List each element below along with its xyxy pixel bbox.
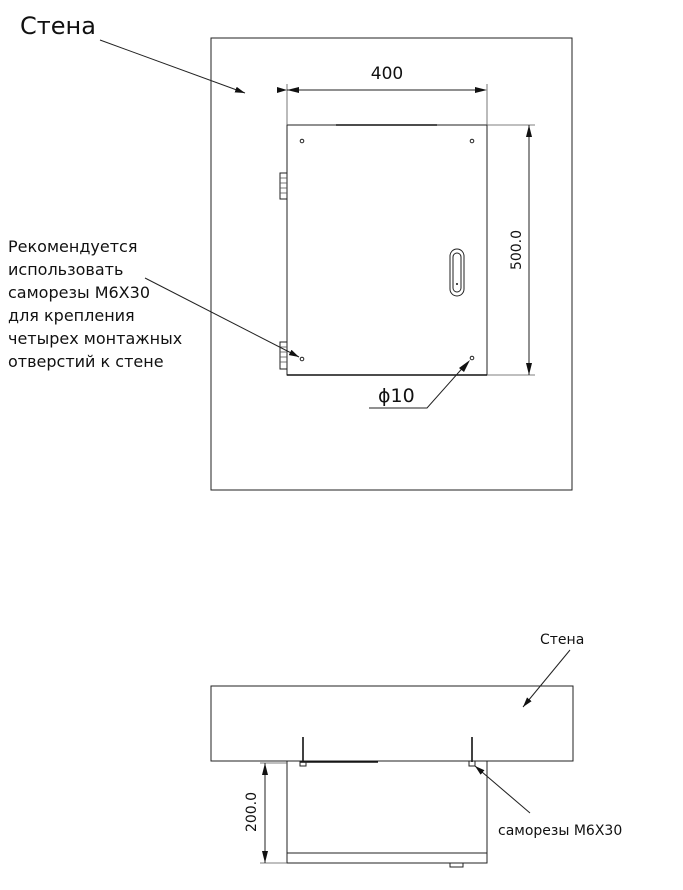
note-line: саморезы М6Х30	[8, 283, 150, 302]
hinge-top	[279, 172, 288, 200]
door-handle	[449, 248, 465, 297]
mounting-hole	[469, 355, 475, 361]
width-dimension: 400	[277, 64, 488, 125]
mounting-hole	[299, 138, 305, 144]
front-view: Стена	[8, 12, 573, 491]
side-wall-label: Стена	[540, 632, 584, 648]
screw-left	[299, 737, 307, 767]
note-line: для крепления	[8, 306, 135, 325]
wall-label: Стена	[20, 12, 96, 40]
note-leader-arrow	[144, 277, 300, 358]
depth-dimension: 200.0	[244, 762, 287, 864]
side-wall-leader-arrow	[522, 649, 571, 708]
mounting-hole	[299, 356, 305, 362]
hinge-bottom	[279, 341, 288, 370]
side-view: Стена 200.0 саморезы М6Х30	[210, 632, 622, 868]
note-line: использовать	[8, 260, 123, 279]
height-dim-label: 500.0	[509, 230, 525, 270]
screw-label: саморезы М6Х30	[498, 823, 622, 839]
wall-leader-arrow	[99, 39, 246, 94]
hole-dimension: ϕ10	[369, 360, 470, 409]
hole-dim-label: ϕ10	[378, 385, 415, 407]
height-dimension: 500.0	[487, 124, 535, 376]
cabinet-side	[286, 760, 488, 864]
note-line: отверстий к стене	[8, 352, 164, 371]
cabinet-foot	[449, 862, 464, 868]
width-dim-label: 400	[371, 64, 403, 84]
mounting-note: Рекомендуется использовать саморезы М6Х3…	[8, 237, 182, 371]
depth-dim-label: 200.0	[244, 792, 260, 832]
screw-right	[468, 737, 476, 767]
mounting-hole	[469, 138, 475, 144]
wall-outline	[210, 37, 573, 491]
cabinet-front	[286, 124, 488, 376]
note-line: четырех монтажных	[8, 329, 182, 348]
screw-leader-arrow	[474, 765, 531, 814]
side-wall-outline	[210, 685, 574, 762]
note-line: Рекомендуется	[8, 237, 137, 256]
mounting-holes	[299, 138, 475, 362]
